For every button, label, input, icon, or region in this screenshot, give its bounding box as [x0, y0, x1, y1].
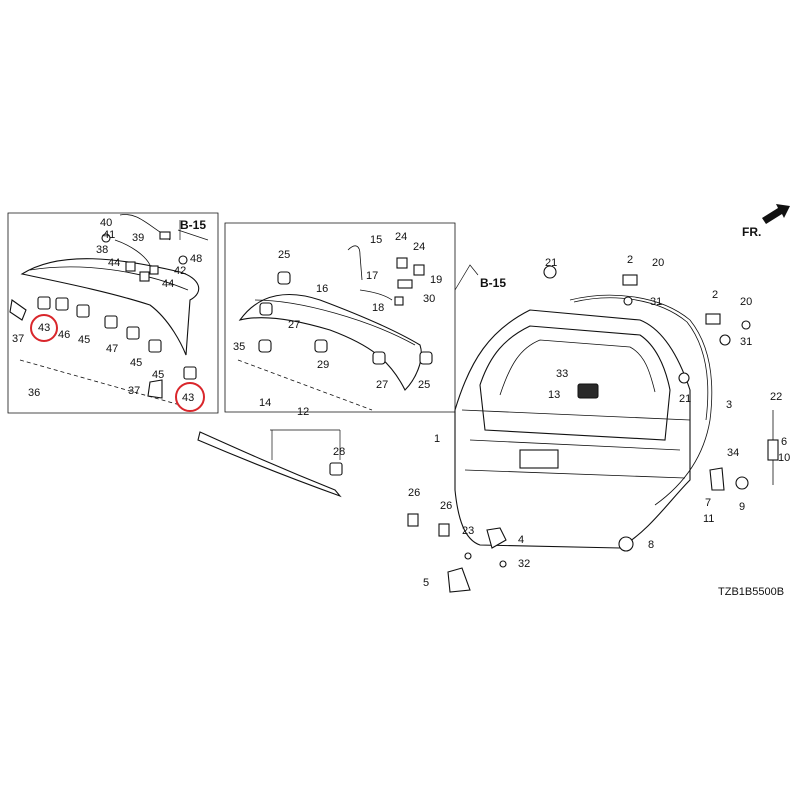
highlight-ring-43-left — [30, 314, 58, 342]
ref-label-left: B-15 — [180, 218, 206, 232]
part-label-31: 31 — [650, 296, 662, 308]
part-label-37: 37 — [128, 385, 140, 397]
part-label-7: 7 — [705, 497, 711, 509]
part-label-12: 12 — [297, 406, 309, 418]
part-label-38: 38 — [96, 244, 108, 256]
part-label-43: 43 — [182, 392, 194, 404]
part-label-48: 48 — [190, 253, 202, 265]
front-direction-indicator: FR. — [742, 204, 790, 239]
part-label-3: 3 — [726, 399, 732, 411]
part-label-16: 16 — [316, 283, 328, 295]
part-label-39: 39 — [132, 232, 144, 244]
part-label-18: 18 — [372, 302, 384, 314]
part-label-45: 45 — [130, 357, 142, 369]
part-label-21: 21 — [545, 257, 557, 269]
part-label-32: 32 — [518, 558, 530, 570]
part-label-25: 25 — [418, 379, 430, 391]
part-label-44: 44 — [108, 257, 120, 269]
rear-spoiler-box — [224, 222, 479, 413]
part-label-4: 4 — [518, 534, 524, 546]
part-label-22: 22 — [770, 391, 782, 403]
part-label-28: 28 — [333, 446, 345, 458]
part-label-25: 25 — [278, 249, 290, 261]
part-label-15: 15 — [370, 234, 382, 246]
part-label-20: 20 — [740, 296, 752, 308]
spoiler-box — [7, 212, 219, 414]
part-label-19: 19 — [430, 274, 442, 286]
part-label-23: 23 — [462, 525, 474, 537]
part-label-1: 1 — [434, 433, 440, 445]
part-label-11: 11 — [703, 513, 714, 525]
part-label-2: 2 — [712, 289, 718, 301]
part-label-26: 26 — [440, 500, 452, 512]
part-label-30: 30 — [423, 293, 435, 305]
ref-label-middle: B-15 — [480, 276, 506, 290]
part-label-24: 24 — [395, 231, 407, 243]
tailgate-assembly — [407, 265, 779, 593]
part-label-35: 35 — [233, 341, 245, 353]
part-label-37: 37 — [12, 333, 24, 345]
part-label-45: 45 — [152, 369, 164, 381]
diagram-code: TZB1B5500B — [718, 586, 784, 598]
part-label-46: 46 — [58, 329, 70, 341]
part-label-26: 26 — [408, 487, 420, 499]
part-label-36: 36 — [28, 387, 40, 399]
part-label-9: 9 — [739, 501, 745, 513]
part-label-8: 8 — [648, 539, 654, 551]
part-label-6: 6 — [781, 436, 787, 448]
part-label-17: 17 — [366, 270, 378, 282]
part-label-2: 2 — [627, 254, 633, 266]
part-label-27: 27 — [288, 319, 300, 331]
direction-label: FR. — [742, 225, 761, 239]
part-label-31: 31 — [740, 336, 752, 348]
part-label-24: 24 — [413, 241, 425, 253]
garnish-strip — [197, 429, 343, 498]
part-label-27: 27 — [376, 379, 388, 391]
part-label-47: 47 — [106, 343, 118, 355]
part-label-34: 34 — [727, 447, 739, 459]
part-label-5: 5 — [423, 577, 429, 589]
part-label-41: 41 — [103, 229, 115, 241]
part-label-43: 43 — [38, 322, 50, 334]
part-label-40: 40 — [100, 217, 112, 229]
part-label-21: 21 — [679, 393, 691, 405]
part-label-10: 10 — [778, 452, 790, 464]
part-label-20: 20 — [652, 257, 664, 269]
part-label-14: 14 — [259, 397, 271, 409]
part-label-29: 29 — [317, 359, 329, 371]
part-label-44: 44 — [162, 278, 174, 290]
front-arrow-icon — [762, 204, 790, 224]
part-label-42: 42 — [174, 265, 186, 277]
part-label-13: 13 — [548, 389, 560, 401]
part-label-33: 33 — [556, 368, 568, 380]
highlight-ring-43-right — [175, 382, 205, 412]
part-label-45: 45 — [78, 334, 90, 346]
